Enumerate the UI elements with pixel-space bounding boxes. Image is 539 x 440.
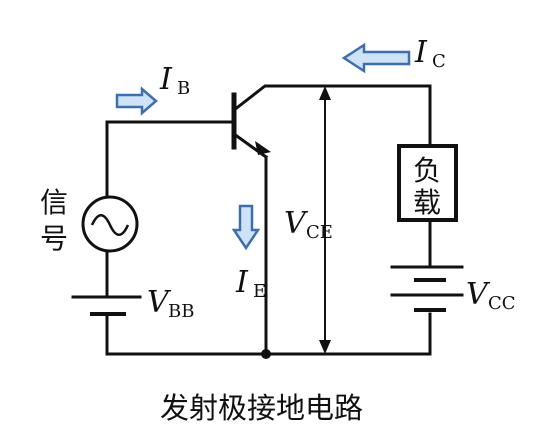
ib-label: I (159, 62, 173, 97)
caption: 发射极接地电路 (160, 391, 363, 425)
load-label-line1: 负 (413, 154, 441, 187)
collector-wire (231, 84, 432, 148)
emitter-arrow-icon (255, 141, 271, 155)
sine-wave-icon (90, 214, 130, 236)
ie-label: I (235, 265, 249, 300)
vce-subscript: CE (306, 222, 333, 243)
junction-dot (261, 349, 271, 359)
ie-arrow-icon (231, 204, 261, 251)
vce-arrow-top-icon (319, 86, 331, 100)
signal-label-line1: 信 (40, 186, 68, 219)
vbb-label: V (147, 285, 172, 320)
vcc-label: V (466, 277, 491, 312)
ib-subscript: B (177, 78, 190, 99)
vce-label: V (284, 206, 309, 241)
signal-label-line2: 号 (40, 222, 68, 255)
ie-subscript: E (253, 281, 266, 302)
ic-label: I (414, 35, 428, 70)
ic-subscript: C (432, 51, 446, 72)
ic-arrow-icon (341, 42, 411, 74)
ground-wire (105, 312, 432, 356)
vbb-subscript: BB (168, 301, 194, 322)
base-wire (105, 120, 234, 197)
ib-arrow-icon (115, 86, 158, 116)
vce-arrow-bottom-icon (319, 340, 331, 354)
load-box (397, 144, 458, 222)
signal-source-circle (81, 195, 139, 253)
load-label-line2: 载 (413, 186, 441, 219)
vcc-subscript: CC (488, 293, 516, 314)
